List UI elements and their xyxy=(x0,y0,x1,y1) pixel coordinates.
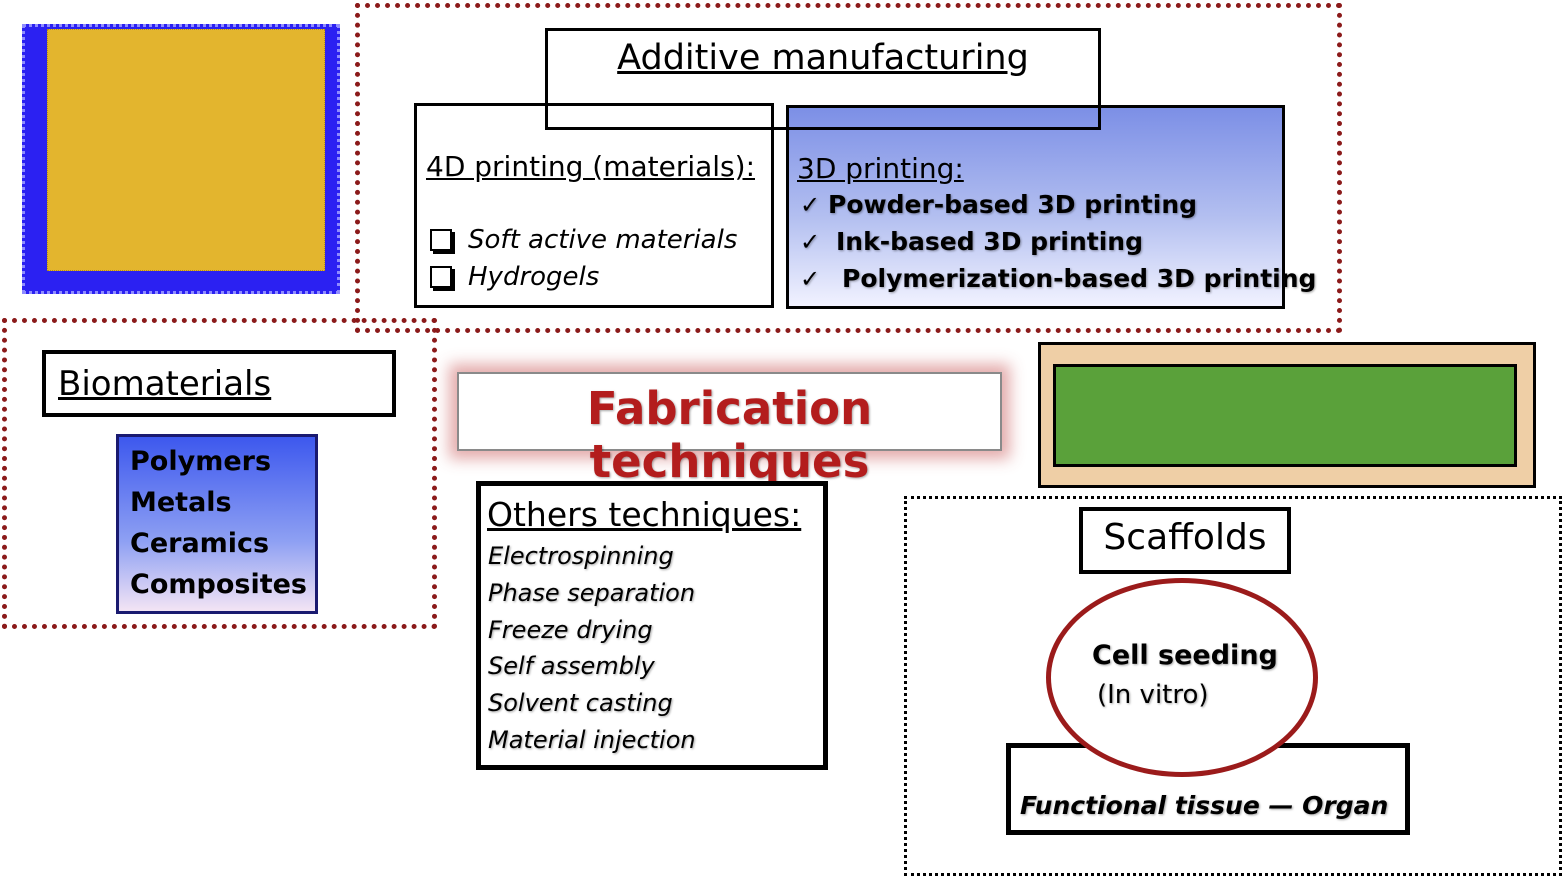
printing-3d-item: ✓ Polymerization-based 3D printing xyxy=(800,264,1316,293)
scaffolds-title-box xyxy=(1079,507,1291,574)
others-technique-item: Phase separation xyxy=(488,579,696,607)
printing-4d-box xyxy=(414,103,774,308)
gold-decorative-inner xyxy=(47,29,325,271)
scaffolds-group xyxy=(904,496,1562,876)
checkbox-icon xyxy=(430,229,452,251)
others-technique-item: Solvent casting xyxy=(488,689,673,717)
printing-3d-item: ✓ Ink-based 3D printing xyxy=(800,227,1143,256)
printing-4d-item-label: Soft active materials xyxy=(468,225,738,255)
additive-manufacturing-group xyxy=(355,3,1342,333)
additive-manufacturing-title: Additive manufacturing xyxy=(617,38,1029,78)
printing-4d-item-label: Hydrogels xyxy=(468,262,600,292)
printing-4d-heading: 4D printing (materials): xyxy=(426,150,755,183)
checkbox-icon xyxy=(430,266,452,288)
functional-tissue-label: Functional tissue — Organ xyxy=(1020,791,1389,820)
cell-seeding-label: Cell seeding xyxy=(1092,640,1278,671)
fabrication-title-box xyxy=(457,372,1002,451)
printing-3d-item-label: Polymerization-based 3D printing xyxy=(842,264,1317,293)
biomaterials-group xyxy=(2,318,437,629)
biomaterial-item: Polymers xyxy=(130,446,272,477)
biomaterial-item: Metals xyxy=(130,487,232,518)
fabrication-title: Fabrication techniques xyxy=(586,382,873,488)
others-technique-item: Self assembly xyxy=(488,652,655,680)
additive-manufacturing-title-box xyxy=(545,28,1101,130)
cell-seeding-ellipse xyxy=(1046,578,1318,777)
others-techniques-box xyxy=(476,481,828,770)
others-techniques-title: Others techniques: xyxy=(487,495,802,534)
check-icon: ✓ xyxy=(800,227,821,256)
biomaterials-title: Biomaterials xyxy=(58,364,272,404)
check-icon: ✓ xyxy=(800,190,821,219)
others-technique-item: Material injection xyxy=(488,726,696,754)
check-icon: ✓ xyxy=(800,264,821,293)
printing-3d-heading: 3D printing: xyxy=(797,152,964,185)
biomaterial-item: Composites xyxy=(130,569,307,600)
printing-4d-item: Hydrogels xyxy=(430,262,599,292)
scaffolds-title: Scaffolds xyxy=(1103,517,1267,558)
printing-3d-item-label: Ink-based 3D printing xyxy=(836,227,1143,256)
gold-decorative-block xyxy=(22,24,340,294)
printing-3d-box xyxy=(786,105,1285,309)
green-decorative-block xyxy=(1053,364,1517,467)
biomaterial-item: Ceramics xyxy=(130,528,270,559)
green-decorative-frame xyxy=(1038,342,1536,488)
printing-4d-item: Soft active materials xyxy=(430,225,737,255)
others-technique-item: Electrospinning xyxy=(488,542,674,570)
printing-3d-item-label: Powder-based 3D printing xyxy=(828,190,1198,219)
biomaterials-title-box xyxy=(42,350,396,417)
printing-3d-item: ✓ Powder-based 3D printing xyxy=(800,190,1197,219)
others-technique-item: Freeze drying xyxy=(488,616,653,644)
in-vitro-label: (In vitro) xyxy=(1097,680,1209,710)
biomaterials-list-box xyxy=(116,434,318,614)
